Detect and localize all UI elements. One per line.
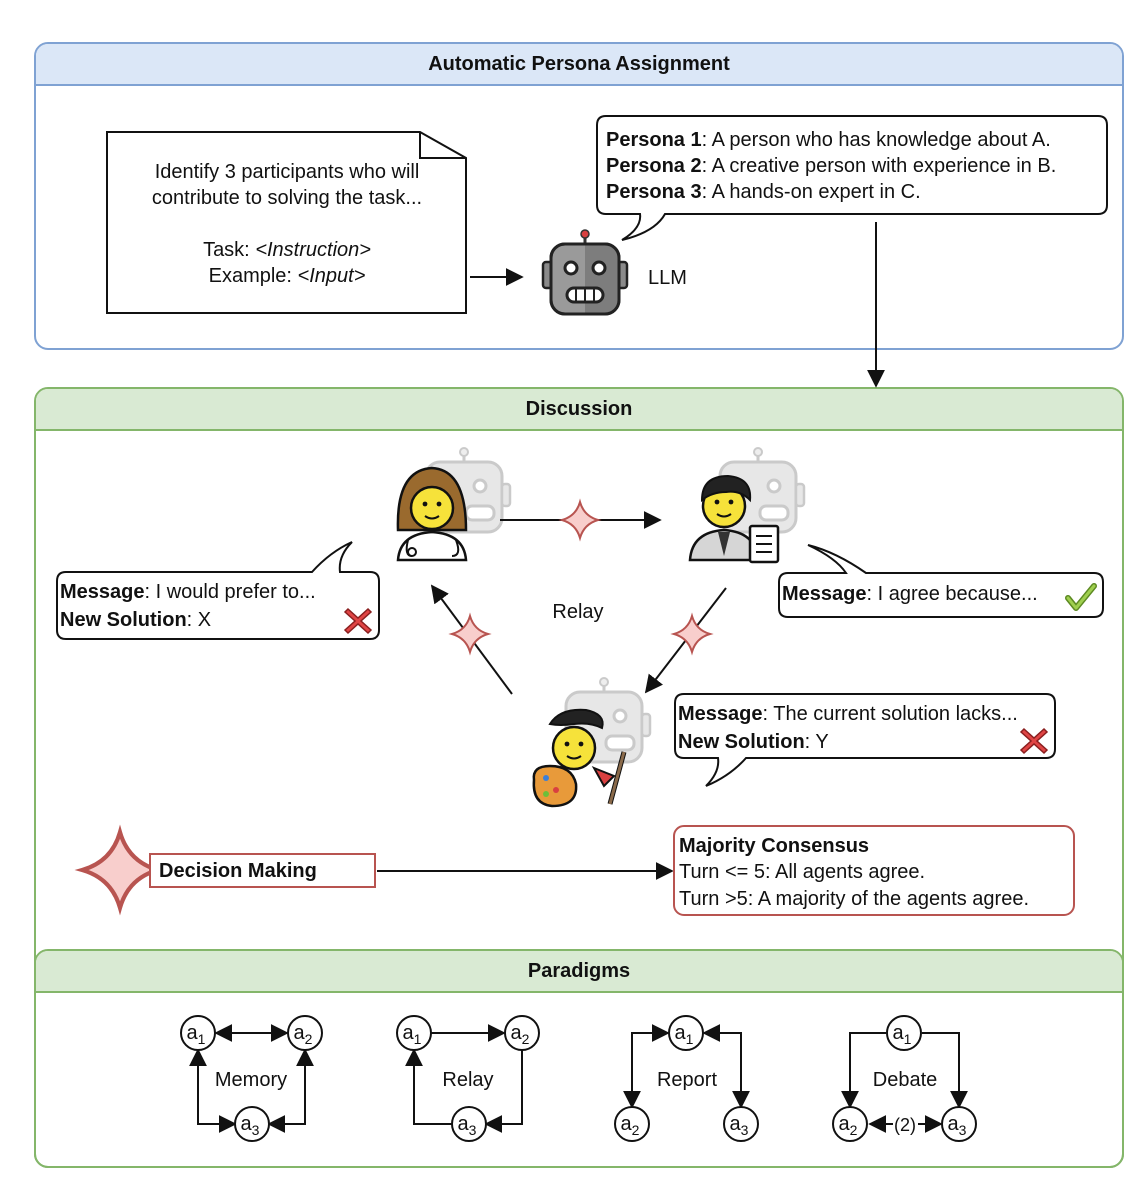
consensus-title: Majority Consensus [679, 835, 869, 857]
relay-node-a3-label: a3 [458, 1113, 477, 1138]
debate-rounds-label: (2) [894, 1115, 916, 1135]
bottom-message-text: Message: The current solution lacks... [678, 703, 1018, 725]
report-label: Report [657, 1069, 717, 1091]
memory-label: Memory [215, 1069, 287, 1091]
persona-1: Persona 1: A person who has knowledge ab… [606, 129, 1051, 151]
debate-label: Debate [873, 1069, 938, 1091]
relay-node-a2-label: a2 [511, 1022, 530, 1047]
relay-edge-a2-a3 [484, 1050, 523, 1133]
report-node-a2-label: a2 [621, 1113, 640, 1138]
persona-assignment-panel: Automatic Persona Assignment [34, 42, 1124, 350]
relay-label: Relay [442, 1069, 493, 1091]
llm-robot-icon [541, 228, 629, 316]
report-edge-a1-a3 [702, 1024, 750, 1109]
persona-assignment-title: Automatic Persona Assignment [36, 44, 1122, 86]
persona-3: Persona 3: A hands-on expert in C. [606, 181, 921, 203]
office-agent-icon [688, 446, 806, 564]
relay-node-a2 [504, 1015, 540, 1051]
right-message-bubble: Message: I agree because... [778, 544, 1104, 618]
memory-node-a2 [287, 1015, 323, 1051]
paradigm-report: a1 a2 a3 Report [614, 1015, 759, 1142]
decision-star-2 [673, 615, 711, 653]
doctor-agent-icon [396, 446, 512, 562]
debate-node-a2 [832, 1106, 868, 1142]
right-message-text: Message: I agree because... [782, 583, 1038, 605]
llm-label: LLM [648, 267, 687, 289]
report-node-a2 [614, 1106, 650, 1142]
relay-edge-a3-a1 [405, 1048, 452, 1125]
memory-edge-a2-a3 [267, 1048, 314, 1133]
paradigms-panel: Paradigms [34, 949, 1124, 1168]
bottom-solution-text: New Solution: Y [678, 731, 829, 753]
prompt-task: Task: <Instruction> [203, 239, 371, 261]
debate-node-a2-label: a2 [839, 1113, 858, 1138]
left-message-text: Message: I would prefer to... [60, 581, 316, 603]
paradigms-title: Paradigms [36, 951, 1122, 993]
prompt-line-1: Identify 3 participants who will [155, 161, 420, 183]
persona-2: Persona 2: A creative person with experi… [606, 155, 1056, 177]
decision-making-label: Decision Making [159, 860, 317, 882]
discussion-panel: Discussion [34, 387, 1124, 1168]
left-solution-text: New Solution: X [60, 609, 211, 631]
report-node-a1-label: a1 [675, 1022, 694, 1047]
relay-label: Relay [552, 601, 603, 623]
artist-agent-icon [532, 676, 652, 808]
bottom-message-bubble: Message: The current solution lacks... N… [674, 693, 1056, 787]
report-node-a1 [668, 1015, 704, 1051]
report-edge-a1-a2 [623, 1024, 670, 1109]
prompt-example: Example: <Input> [209, 265, 366, 287]
memory-node-a2-label: a2 [294, 1022, 313, 1047]
memory-edge-a1-a3 [189, 1048, 237, 1133]
memory-node-a3 [234, 1106, 270, 1142]
decision-star-icon [82, 832, 158, 908]
relay-node-a3 [451, 1106, 487, 1142]
paradigm-debate: a1 a2 a3 Debate (2) [832, 1015, 977, 1142]
persona-bubble: Persona 1: A person who has knowledge ab… [596, 115, 1108, 241]
consensus-rule-1: Turn <= 5: All agents agree. [679, 861, 925, 883]
debate-node-a3-label: a3 [948, 1113, 967, 1138]
debate-node-a1-label: a1 [893, 1022, 912, 1047]
decision-making-block: Decision Making [82, 832, 376, 908]
left-message-bubble: Message: I would prefer to... New Soluti… [56, 541, 380, 640]
report-node-a3-label: a3 [730, 1113, 749, 1138]
prompt-line-2: contribute to solving the task... [152, 187, 422, 209]
paradigm-relay: a1 a2 a3 Relay [396, 1015, 540, 1142]
memory-node-a1 [180, 1015, 216, 1051]
memory-node-a1-label: a1 [187, 1022, 206, 1047]
report-node-a3 [723, 1106, 759, 1142]
memory-node-a3-label: a3 [241, 1113, 260, 1138]
prompt-note: Identify 3 participants who will contrib… [106, 131, 467, 314]
majority-consensus-box: Majority Consensus Turn <= 5: All agents… [673, 825, 1075, 916]
discussion-title: Discussion [36, 389, 1122, 431]
debate-edge-a1-a3 [922, 1032, 968, 1109]
relay-node-a1 [396, 1015, 432, 1051]
debate-node-a1 [886, 1015, 922, 1051]
debate-edge-a1-a2 [841, 1032, 886, 1109]
paradigm-memory: a1 a2 a3 Memory [180, 1015, 323, 1142]
debate-node-a3 [941, 1106, 977, 1142]
relay-node-a1-label: a1 [403, 1022, 422, 1047]
decision-star-1 [561, 501, 599, 539]
consensus-rule-2: Turn >5: A majority of the agents agree. [679, 888, 1029, 910]
